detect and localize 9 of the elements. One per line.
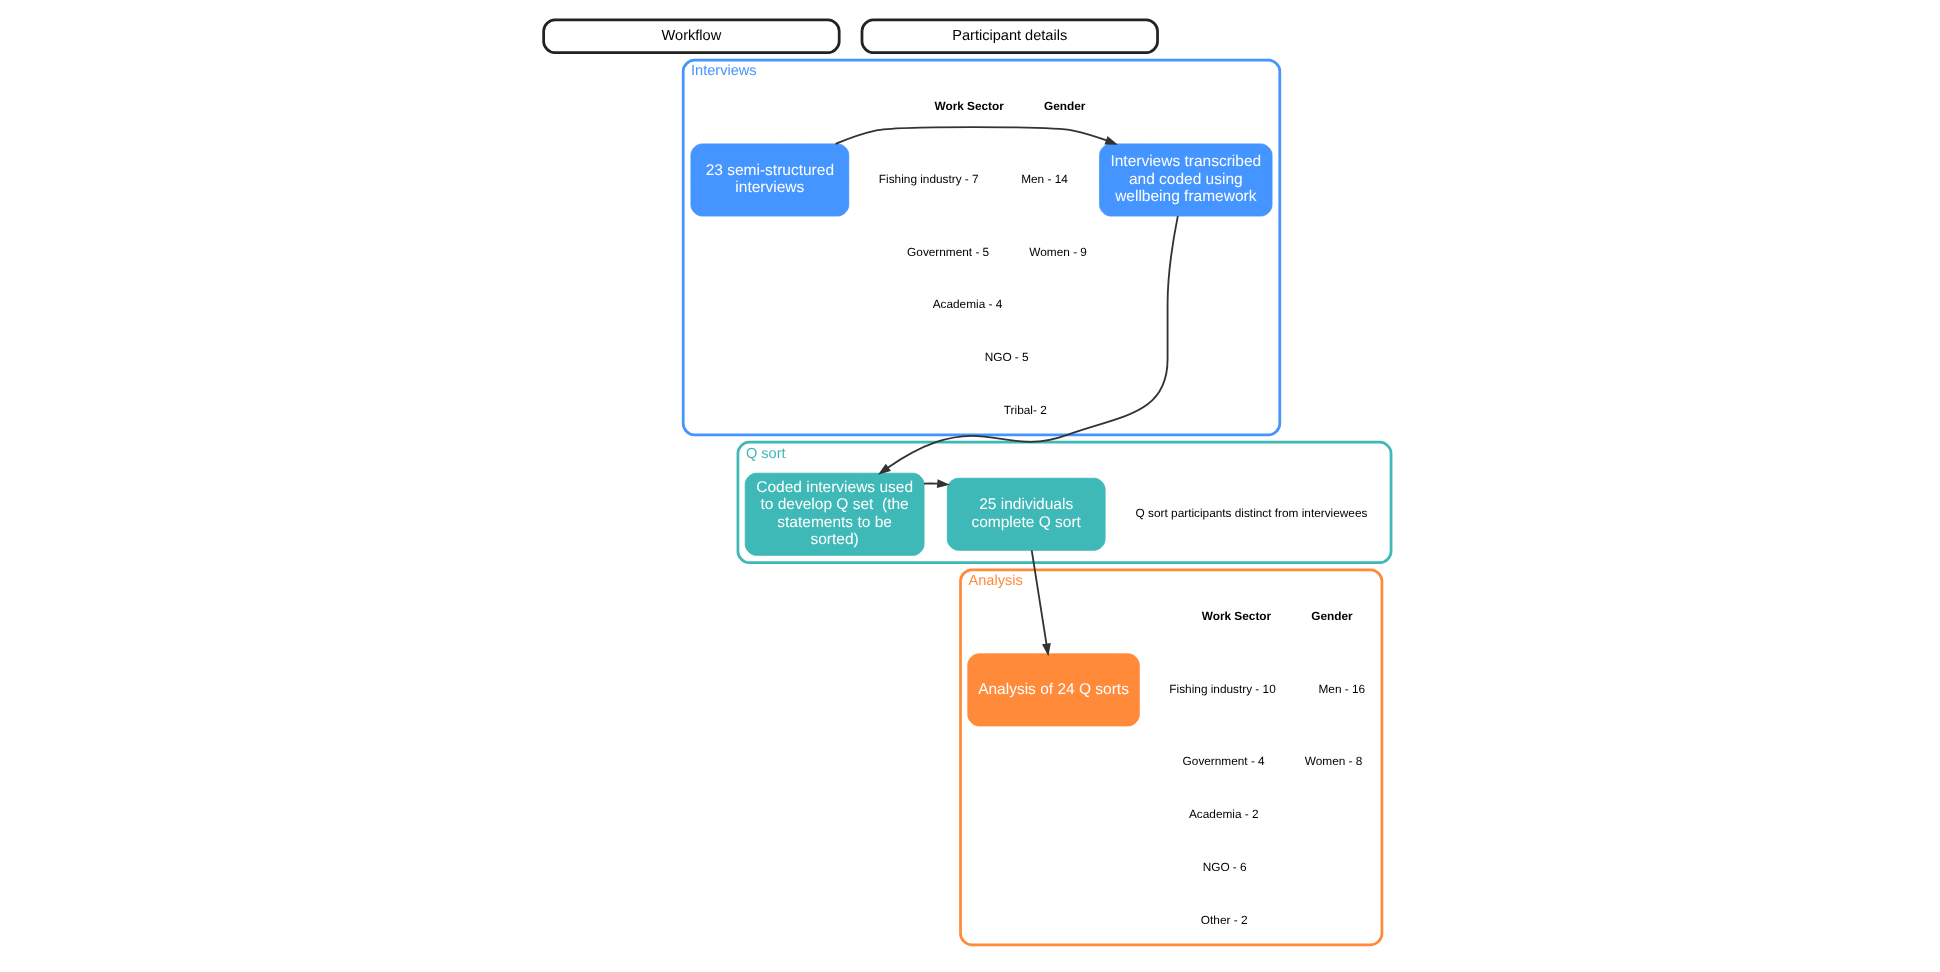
arrow (877, 215, 1178, 475)
node-box: Coded interviews used to develop Q set (the statements to be sorted) (743, 472, 924, 556)
node-box: Interviews transcribed and coded using wellbeing framework (1098, 143, 1272, 217)
node-box: Workflow (541, 18, 840, 55)
arrow (833, 126, 1117, 145)
node-box: 25 individuals complete Q sort (945, 477, 1105, 551)
node-box: 23 semi-structured interviews (689, 143, 849, 217)
node-box: Participant details (859, 18, 1158, 55)
node-box: Analysis of 24 Q sorts (966, 653, 1139, 727)
